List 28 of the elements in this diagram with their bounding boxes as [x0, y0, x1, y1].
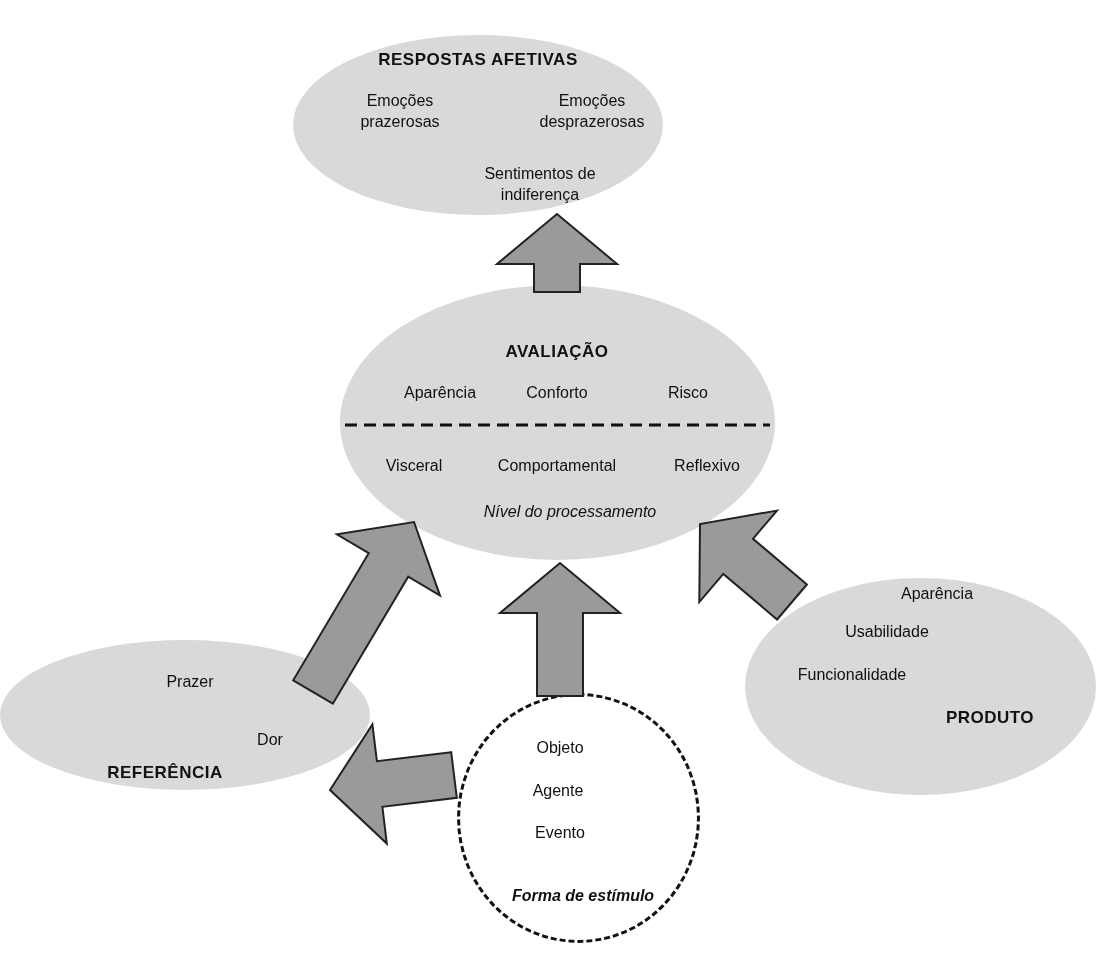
block-arrow [328, 721, 458, 847]
heading: REFERÊNCIA [107, 761, 223, 784]
label: Risco [668, 382, 708, 403]
block-arrow [291, 520, 442, 706]
block-arrow [698, 509, 809, 621]
label: Funcionalidade [797, 664, 907, 685]
label: Dor [257, 729, 283, 750]
block-arrow [494, 212, 620, 293]
label: Objeto [536, 737, 584, 758]
label: Usabilidade [845, 621, 929, 642]
label: Aparência [404, 382, 476, 403]
label: Emoções desprazerosas [538, 91, 646, 132]
heading: PRODUTO [945, 706, 1035, 729]
block-arrow [497, 561, 623, 697]
label: Nível do processamento [483, 501, 657, 522]
heading: RESPOSTAS AFETIVAS [378, 48, 578, 71]
label: Visceral [385, 455, 443, 476]
label: Emoções prazerosas [359, 91, 441, 132]
label: Reflexivo [674, 455, 740, 476]
label: Evento [535, 822, 585, 843]
label: Aparência [901, 583, 973, 604]
label: Forma de estímulo [511, 885, 655, 906]
label: Agente [532, 780, 584, 801]
label: Sentimentos de indiferença [483, 164, 597, 205]
heading: AVALIAÇÃO [505, 340, 609, 363]
label: Comportamental [497, 455, 617, 476]
label: Prazer [166, 671, 214, 692]
label: Conforto [526, 382, 588, 403]
